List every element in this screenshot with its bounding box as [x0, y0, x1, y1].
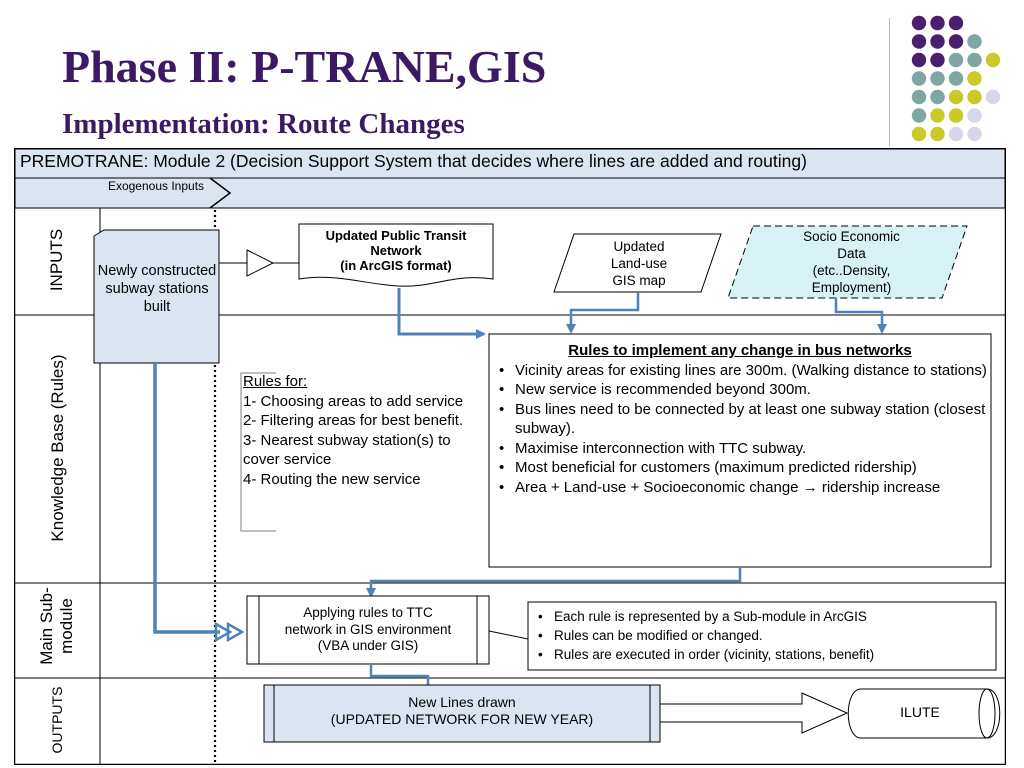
land-use-gis-map: Updated Land-use GIS map — [610, 239, 668, 288]
decorative-dot — [930, 71, 945, 86]
decorative-dot — [930, 34, 945, 49]
decorative-dot — [967, 89, 982, 105]
decorative-dot — [911, 126, 927, 142]
decorative-dot — [911, 34, 927, 49]
rules-for-item: 2- Filtering areas for best benefit. — [243, 412, 464, 429]
decorative-dot — [967, 126, 982, 142]
slide-subtitle: Implementation: Route Changes — [62, 108, 465, 140]
decorative-dot — [985, 52, 1001, 68]
rule-item: Most beneficial for customers (maximum p… — [499, 458, 987, 478]
decorative-dot — [967, 52, 982, 68]
decorative-dot — [930, 126, 945, 142]
decorative-dot — [911, 71, 927, 86]
rules-for-item: 3- Nearest subway station(s) to cover se… — [243, 431, 451, 469]
applying-rules-process: Applying rules to TTC network in GIS env… — [284, 605, 452, 653]
bus-network-rules-title: Rules to implement any change in bus net… — [568, 342, 912, 359]
submodule-notes: Each rule is represented by a Sub-module… — [532, 607, 994, 664]
rules-for-item: 4- Routing the new service — [243, 470, 421, 488]
lane-label-knowledge-base: Knowledge Base (Rules) — [48, 354, 67, 542]
decorative-dot — [948, 89, 964, 105]
rule-item: Area + Land-use + Socioeconomic change →… — [499, 478, 987, 498]
newly-constructed-stations-box: Newly constructed subway stations built — [97, 263, 217, 315]
rule-item: Bus lines need to be connected by at lea… — [499, 400, 987, 439]
lane-label-main-submodule: Main Sub-module — [37, 587, 76, 665]
rules-for-list: Rules for: 1- Choosing areas to add serv… — [243, 372, 483, 489]
decorative-dot — [911, 52, 927, 68]
title-divider — [889, 18, 890, 146]
socio-economic-data: Socio Economic Data (etc..Density, Emplo… — [803, 229, 900, 295]
decorative-dot — [930, 89, 945, 105]
bus-network-rules-box: Rules to implement any change in bus net… — [493, 341, 987, 497]
updated-transit-network-document: Updated Public Transit Network (in ArcGI… — [325, 228, 467, 273]
diagram-header: PREMOTRANE: Module 2 (Decision Support S… — [20, 151, 807, 171]
decorative-dot — [930, 52, 945, 68]
rules-for-title: Rules for: — [243, 373, 308, 390]
decorative-dot — [911, 89, 927, 105]
decorative-dot — [911, 15, 927, 31]
rules-for-item: 1- Choosing areas to add service — [243, 392, 464, 410]
decorative-dot-grid — [911, 15, 1001, 142]
decorative-dot — [930, 108, 945, 123]
slide-title: Phase II: P-TRANE,GIS — [62, 41, 547, 92]
rule-item: Maximise interconnection with TTC subway… — [499, 439, 987, 459]
note-item: Rules can be modified or changed. — [538, 626, 994, 645]
decorative-dot — [948, 108, 964, 123]
ilute-database: ILUTE — [900, 704, 940, 720]
decorative-dot — [930, 15, 945, 31]
lane-label-outputs: OUTPUTS — [49, 686, 65, 754]
decorative-dot — [948, 126, 964, 142]
rule-item: New service is recommended beyond 300m. — [499, 380, 987, 400]
note-item: Each rule is represented by a Sub-module… — [538, 607, 994, 626]
note-item: Rules are executed in order (vicinity, s… — [538, 645, 994, 664]
decorative-dot — [911, 108, 927, 123]
new-lines-output: New Lines drawn (UPDATED NETWORK FOR NEW… — [330, 694, 594, 727]
lane-label-inputs: INPUTS — [47, 228, 66, 292]
decorative-dot — [948, 34, 964, 49]
decorative-dot — [967, 34, 982, 49]
decorative-dot — [985, 89, 1001, 105]
decorative-dot — [948, 71, 964, 86]
exogenous-inputs-label: Exogenous Inputs — [107, 179, 205, 193]
decorative-dot — [967, 71, 982, 86]
decision-support-diagram: PREMOTRANE: Module 2 (Decision Support S… — [14, 148, 1006, 765]
decorative-dot — [948, 52, 964, 68]
decorative-dot — [967, 108, 982, 123]
decorative-dot — [948, 15, 964, 31]
rule-item: Vicinity areas for existing lines are 30… — [499, 361, 987, 381]
